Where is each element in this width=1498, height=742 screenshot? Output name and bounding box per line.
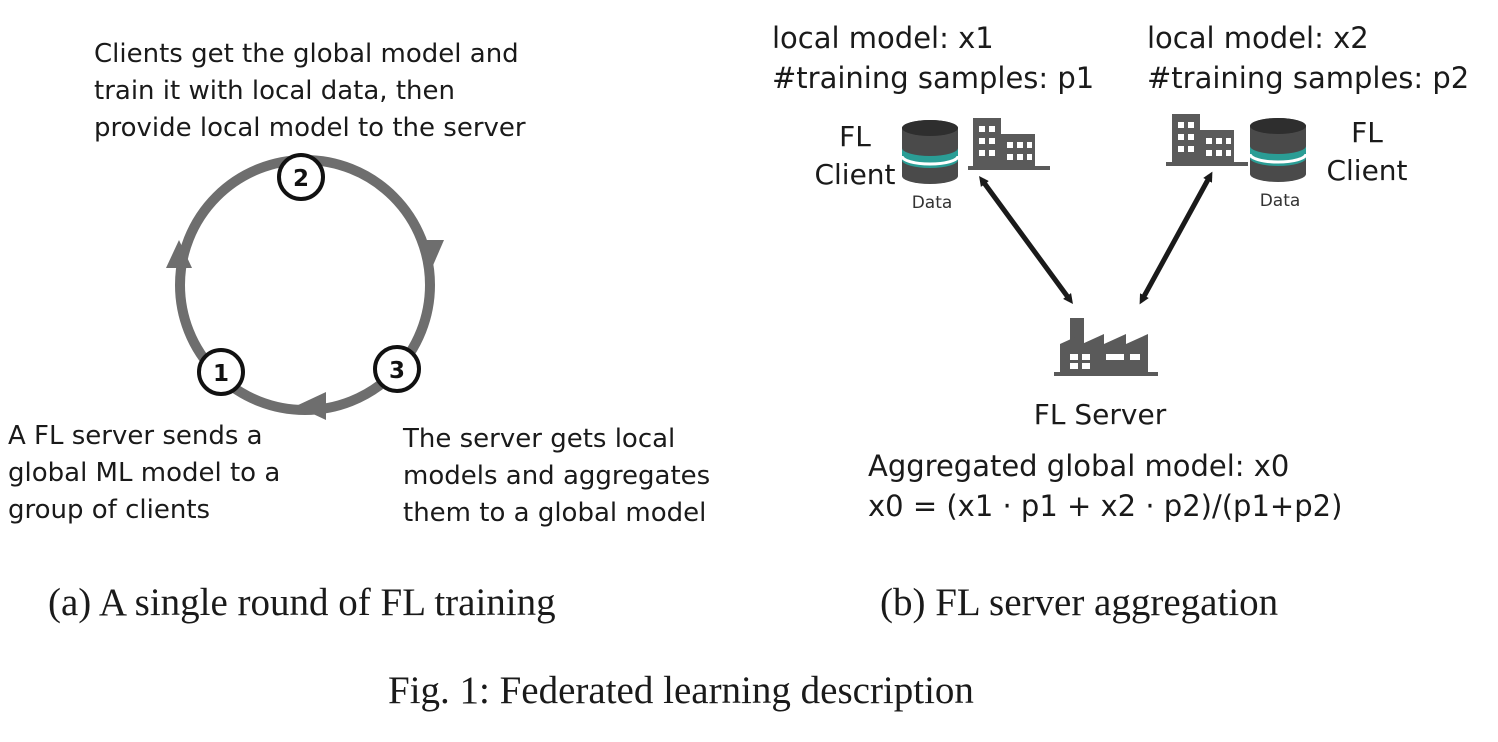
step1-line: group of clients [8,495,211,525]
cycle-arrowhead-left [166,240,192,268]
step3-line: The server gets local [403,424,676,454]
step3-description: The server gets local models and aggrega… [403,421,710,532]
client2-role-line: Client [1326,154,1408,187]
cycle-arrowhead-bottom [296,392,326,420]
client2-role-line: FL [1351,116,1383,149]
client2-model-info: local model: x2 #training samples: p2 [1147,18,1469,98]
step3-line: models and aggregates [403,461,711,491]
database-icon [1248,118,1308,182]
step3-number: 3 [389,358,405,384]
step1-number: 1 [213,361,229,387]
server-aggregation-info: Aggregated global model: x0 x0 = (x1 · p… [868,446,1342,526]
panel-b-caption: (b) FL server aggregation [880,581,1279,624]
step1-description: A FL server sends a global ML model to a… [8,418,280,529]
step1-line: A FL server sends a [8,421,263,451]
client2-model-label: local model: x2 [1147,21,1369,55]
database-icon [900,120,960,184]
client1-role-label: FL Client [800,118,910,194]
client1-server-arrow [979,175,1073,305]
fl-aggregation-diagram: Data Data [900,114,1308,376]
client1-role-line: FL [839,120,871,153]
step2-description: Clients get the global model and train i… [94,36,526,147]
aggregated-model-label: Aggregated global model: x0 [868,449,1290,483]
client2-data-label: Data [1260,191,1301,211]
client1-model-info: local model: x1 #training samples: p1 [772,18,1094,98]
client1-model-label: local model: x1 [772,21,994,55]
step2-line: Clients get the global model and [94,39,519,69]
building-icon [968,118,1050,170]
aggregation-formula: x0 = (x1 · p1 + x2 · p2)/(p1+p2) [868,489,1343,523]
figure-caption: Fig. 1: Federated learning description [388,669,974,712]
step2-line: train it with local data, then [94,76,455,106]
step2-line: provide local model to the server [94,113,526,143]
panel-a-caption: (a) A single round of FL training [48,581,556,624]
client1-role-line: Client [814,158,896,191]
step2-number: 2 [293,166,309,192]
step3-badge: 3 [373,345,421,393]
client2-role-label: FL Client [1312,114,1422,190]
step1-line: global ML model to a [8,458,281,488]
client1-samples-label: #training samples: p1 [772,61,1095,95]
client2-server-arrow [1139,171,1213,305]
client1-data-label: Data [912,193,953,213]
factory-icon [1054,318,1158,376]
cycle-arrowhead-right [418,240,444,270]
building-icon [1166,114,1248,166]
fl-round-cycle: 2 1 3 [166,153,444,420]
client2-samples-label: #training samples: p2 [1147,61,1470,95]
step1-badge: 1 [197,348,245,396]
step3-line: them to a global model [403,498,707,528]
server-role-label: FL Server [1033,398,1167,431]
step2-badge: 2 [277,153,325,201]
